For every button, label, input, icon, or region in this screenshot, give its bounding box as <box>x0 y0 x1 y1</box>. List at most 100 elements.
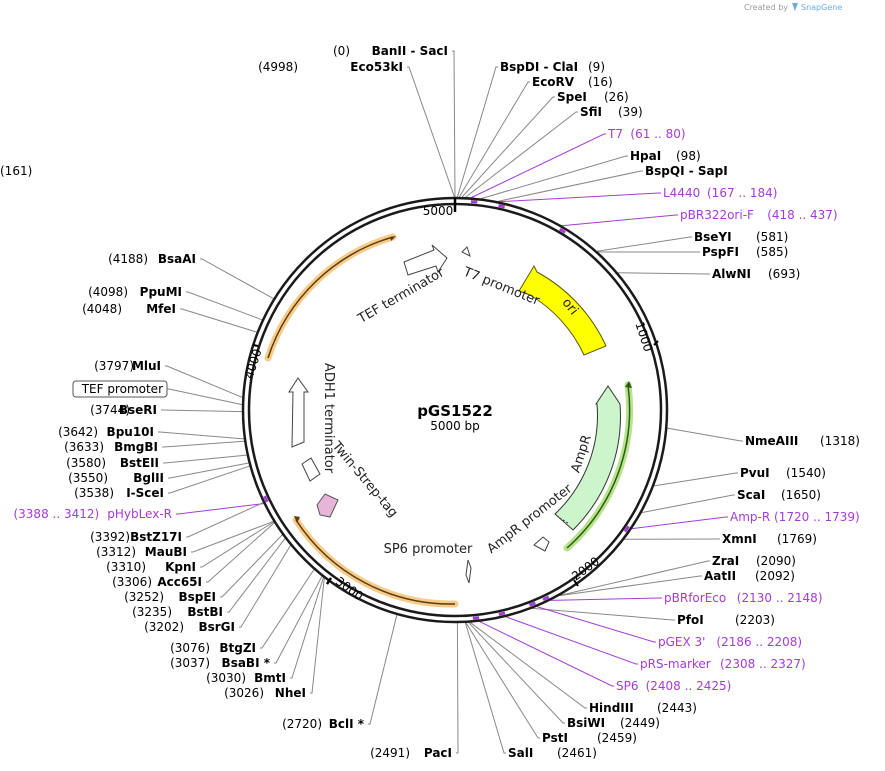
site-right-spei[interactable]: SpeI(26) <box>557 90 629 104</box>
site-left-mfei[interactable]: MfeI(4048) <box>82 302 176 316</box>
leader-line <box>165 365 243 398</box>
site-right-pbrforeco[interactable]: pBRforEco(2130 .. 2148) <box>664 591 823 605</box>
site-name: HindIII <box>589 701 634 715</box>
site-left-phyblex-r[interactable]: pHybLex-R(3388 .. 3412) <box>13 507 172 521</box>
site-right-scai[interactable]: ScaI(1650) <box>737 488 821 502</box>
twin-strep-tag-label: Twin-Strep-tag <box>328 438 400 520</box>
site-right-pgex-3[interactable]: pGEX 3'(2186 .. 2208) <box>658 635 802 649</box>
site-right-hpai[interactable]: HpaI(98) <box>630 149 701 163</box>
site-right-bspqi-sapi[interactable]: BspQI - SapI(161) <box>0 164 728 178</box>
site-name: SpeI <box>557 90 587 104</box>
site-position: (2491) <box>370 746 410 760</box>
site-right-sfii[interactable]: SfiI(39) <box>580 105 643 119</box>
site-left-i-scei[interactable]: I-SceI(3538) <box>74 486 164 500</box>
site-right-bsiwi[interactable]: BsiWI(2449) <box>567 716 660 730</box>
site-right-bseyi[interactable]: BseYI(581) <box>694 230 788 244</box>
site-left-bseri[interactable]: BseRI(3744) <box>90 403 157 417</box>
leader-line <box>200 521 275 568</box>
site-right-prs-marker[interactable]: pRS-marker(2308 .. 2327) <box>640 657 806 671</box>
tick-label-4000: 4000 <box>242 347 265 380</box>
site-name: BsaAI <box>158 252 196 266</box>
adh1-terminator-feature <box>288 377 309 448</box>
site-left-bstz17i[interactable]: BstZ17I(3392) <box>90 530 182 544</box>
site-right-l4440[interactable]: L4440(167 .. 184) <box>663 186 777 200</box>
site-name: BstEII <box>120 456 159 470</box>
tick-mark-3000 <box>325 577 333 585</box>
leader-line <box>260 569 315 649</box>
site-right-t7[interactable]: T7(61 .. 80) <box>607 127 686 141</box>
site-name: KpnI <box>165 560 196 574</box>
site-right-sali[interactable]: SalI(2461) <box>508 746 597 760</box>
site-name: MfeI <box>146 302 176 316</box>
site-left-bstbi[interactable]: BstBI(3235) <box>132 605 223 619</box>
site-left-nhei[interactable]: NheI(3026) <box>224 686 306 700</box>
site-right-xmni[interactable]: XmnI(1769) <box>722 532 817 546</box>
site-name: pBRforEco <box>664 591 726 605</box>
ampr-feature-divider <box>559 517 569 524</box>
site-right-pbr322ori-f[interactable]: pBR322ori-F(418 .. 437) <box>680 208 838 222</box>
site-right-pspfi[interactable]: PspFI(585) <box>702 245 788 259</box>
site-position: (2090) <box>756 554 796 568</box>
orange-arc-bottom-head <box>294 516 300 523</box>
site-left-maubi[interactable]: MauBI(3312) <box>96 545 187 559</box>
site-name: PpuMI <box>140 285 182 299</box>
site-name: BclI * <box>329 717 365 731</box>
site-name: BstZ17I <box>130 530 182 544</box>
ampr-promoter-arrow <box>533 536 550 552</box>
snapgene-logo: SnapGene <box>792 3 842 12</box>
site-left-bspei[interactable]: BspEI (3252) <box>124 590 216 604</box>
site-position: (1540) <box>786 466 826 480</box>
site-left-mlui[interactable]: MluI(3797) <box>94 359 161 373</box>
site-name: BspEI <box>178 590 216 604</box>
site-right-nmeaiii[interactable]: NmeAIII(1318) <box>745 434 860 448</box>
leader-line <box>227 538 286 613</box>
tef-terminator-arrow <box>403 244 448 276</box>
site-position: (161) <box>0 164 32 178</box>
site-left-bglii[interactable]: BglII(3550) <box>68 471 164 485</box>
site-right-zrai[interactable]: ZraI(2090) <box>712 554 796 568</box>
site-position: (4188) <box>108 252 148 266</box>
site-left-bpu10i[interactable]: Bpu10I(3642) <box>58 425 154 439</box>
site-position: (2308 .. 2327) <box>720 657 806 671</box>
site-name: Bpu10I <box>107 425 154 439</box>
site-left-bcli[interactable]: BclI *(2720) <box>282 717 365 731</box>
site-position: (3252) <box>124 590 164 604</box>
site-left-bsaai[interactable]: BsaAI (4188) <box>108 252 196 266</box>
site-left-banii-saci[interactable]: BanII - SacI(0) <box>333 44 448 58</box>
site-right-ecorv[interactable]: EcoRV(16) <box>532 75 613 89</box>
site-position: (3744) <box>90 403 130 417</box>
tick-mark-1000 <box>653 340 659 346</box>
site-left-bmti[interactable]: BmtI(3030) <box>206 671 286 685</box>
site-right-alwni[interactable]: AlwNI(693) <box>712 267 800 281</box>
site-left-bsrgi[interactable]: BsrGI(3202) <box>144 620 235 634</box>
site-name: L4440 <box>663 186 700 200</box>
site-left-ppumi[interactable]: PpuMI(4098) <box>88 285 182 299</box>
site-left-kpni[interactable]: KpnI(3310) <box>106 560 196 574</box>
site-right-bspdi-clai[interactable]: BspDI - ClaI(9) <box>500 60 605 74</box>
site-name: BsaBI * <box>222 656 271 670</box>
site-left-bsteii[interactable]: BstEII(3580) <box>66 456 159 470</box>
site-left-eco53ki[interactable]: Eco53kI(4998) <box>258 60 403 74</box>
site-left-bsabi[interactable]: BsaBI *(3037) <box>170 656 271 670</box>
site-left-paci[interactable]: PacI(2491) <box>370 746 452 760</box>
site-right-pfoi[interactable]: PfoI(2203) <box>677 613 775 627</box>
site-name: ScaI <box>737 488 765 502</box>
leader-line <box>310 578 325 694</box>
site-right-sp6[interactable]: SP6(2408 .. 2425) <box>616 679 731 693</box>
site-right-aatii[interactable]: AatII(2092) <box>704 569 795 583</box>
site-right-hindiii[interactable]: HindIII(2443) <box>589 701 697 715</box>
site-left-tef-promoter[interactable]: TEF promoter <box>72 380 168 398</box>
site-position: (0) <box>333 44 350 58</box>
site-right-pvui[interactable]: PvuI(1540) <box>740 466 826 480</box>
leader-line <box>461 96 555 198</box>
leader-line <box>653 472 738 487</box>
site-right-amp-r[interactable]: Amp-R(1720 .. 1739) <box>730 510 860 524</box>
site-name: PstI <box>542 731 568 745</box>
leader-line <box>239 545 291 628</box>
site-left-btgzi[interactable]: BtgZI(3076) <box>170 641 256 655</box>
site-position: (1720 .. 1739) <box>774 510 860 524</box>
site-right-psti[interactable]: PstI(2459) <box>542 731 637 745</box>
site-left-acc65i[interactable]: Acc65I(3306) <box>112 575 202 589</box>
site-left-bmgbi[interactable]: BmgBI(3633) <box>64 440 158 454</box>
